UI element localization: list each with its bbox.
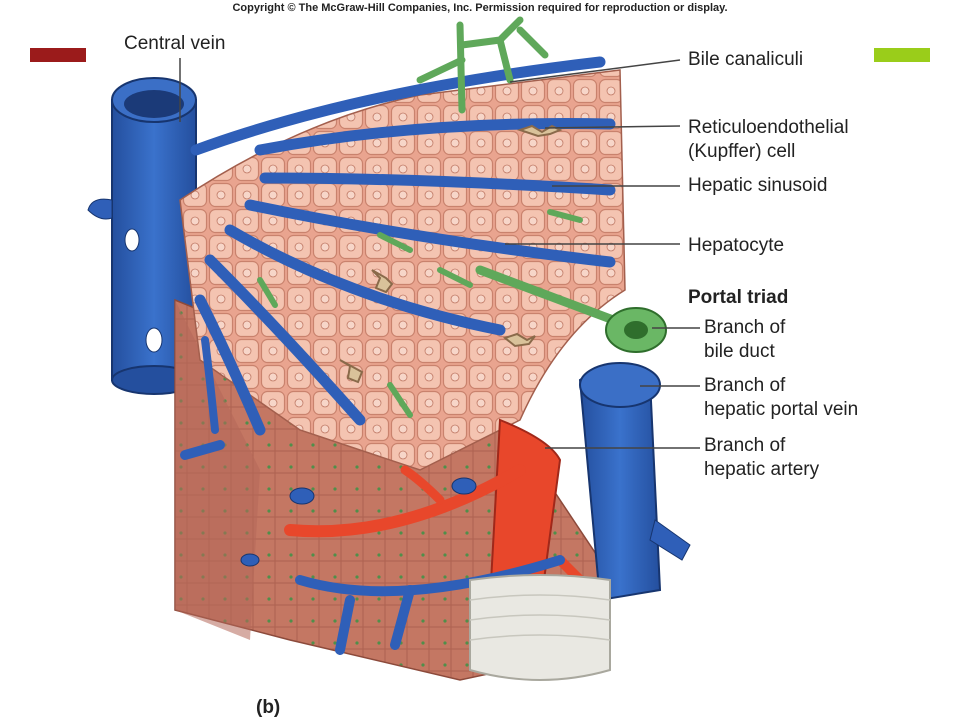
label-hepatic-artery: Branch of hepatic artery (704, 435, 820, 480)
central-vein (87, 77, 197, 395)
label-hepatocyte: Hepatocyte (688, 235, 785, 256)
connective-sheath (469, 574, 611, 681)
accent-bar-left (30, 48, 86, 62)
hepatic-sinusoids (190, 56, 616, 436)
leader-lines (179, 58, 700, 449)
label-central-vein: Central vein (124, 33, 226, 54)
copyright-notice: Copyright © The McGraw-Hill Companies, I… (232, 2, 728, 14)
accent-bar-right (874, 48, 930, 62)
label-bile-duct: Branch of bile duct (704, 317, 786, 362)
label-portal-vein: Branch of hepatic portal vein (704, 375, 859, 420)
kupffer-cells (339, 124, 563, 384)
label-kupffer-cell: Reticuloendothelial (Kupffer) cell (688, 117, 849, 162)
figure-panel-label: (b) (256, 697, 281, 718)
label-bile-canaliculi: Bile canaliculi (688, 49, 804, 70)
tissue-vessel-openings (240, 477, 477, 567)
label-hepatic-sinusoid: Hepatic sinusoid (688, 175, 828, 196)
label-portal-triad: Portal triad (688, 287, 789, 308)
interlobular-veins (180, 440, 565, 655)
bile-duct-branch (605, 307, 667, 353)
portal-vein-branch (578, 362, 691, 602)
